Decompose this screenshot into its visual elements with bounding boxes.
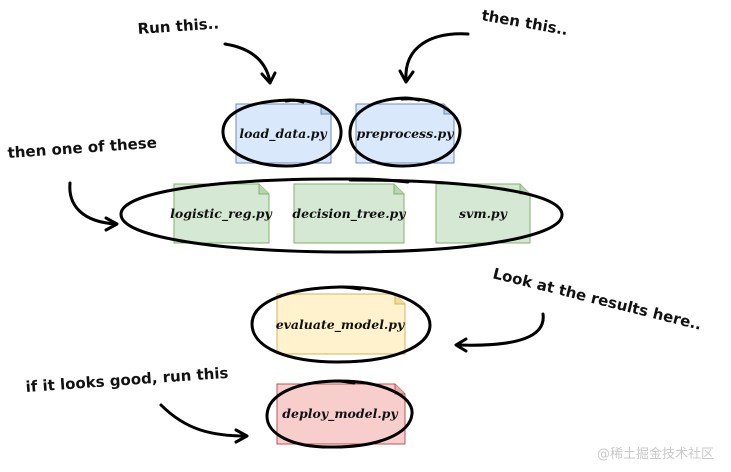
note-look-at-results: Look at the results here.. xyxy=(491,264,704,333)
file-box-load-data[interactable]: load_data.py xyxy=(235,103,332,164)
arrow-then-one-of-these xyxy=(68,181,119,232)
file-label-load-data: load_data.py xyxy=(239,126,327,142)
file-box-svm[interactable]: svm.py xyxy=(435,183,531,244)
note-if-looks-good: if it looks good, run this xyxy=(25,364,229,396)
arrow-if-looks-good xyxy=(159,403,249,444)
circle-load-data xyxy=(221,98,343,168)
circle-deploy-model xyxy=(265,379,414,449)
watermark: @稀土掘金技术社区 xyxy=(597,446,714,462)
note-then-one-of-these: then one of these xyxy=(7,134,157,162)
arrow-look-at-results xyxy=(454,312,545,353)
file-box-preprocess[interactable]: preprocess.py xyxy=(355,103,455,164)
circle-preprocess xyxy=(348,96,462,168)
file-label-logistic-reg: logistic_reg.py xyxy=(170,206,272,222)
arrow-run-this xyxy=(223,42,277,85)
circle-evaluate-model xyxy=(250,285,432,364)
note-then-this: then this.. xyxy=(480,6,569,39)
file-box-deploy-model[interactable]: deploy_model.py xyxy=(276,383,406,445)
file-label-deploy-model: deploy_model.py xyxy=(282,406,398,422)
file-label-preprocess: preprocess.py xyxy=(357,126,455,141)
file-label-evaluate-model: evaluate_model.py xyxy=(276,317,405,333)
file-label-decision-tree: decision_tree.py xyxy=(292,206,406,222)
file-label-svm: svm.py xyxy=(459,206,508,221)
file-box-logistic-reg[interactable]: logistic_reg.py xyxy=(170,183,273,244)
file-box-evaluate-model[interactable]: evaluate_model.py xyxy=(276,293,406,355)
file-box-decision-tree[interactable]: decision_tree.py xyxy=(292,183,406,244)
note-run-this: Run this.. xyxy=(137,14,220,38)
ellipse-models xyxy=(119,177,564,254)
arrow-then-this xyxy=(398,32,470,84)
